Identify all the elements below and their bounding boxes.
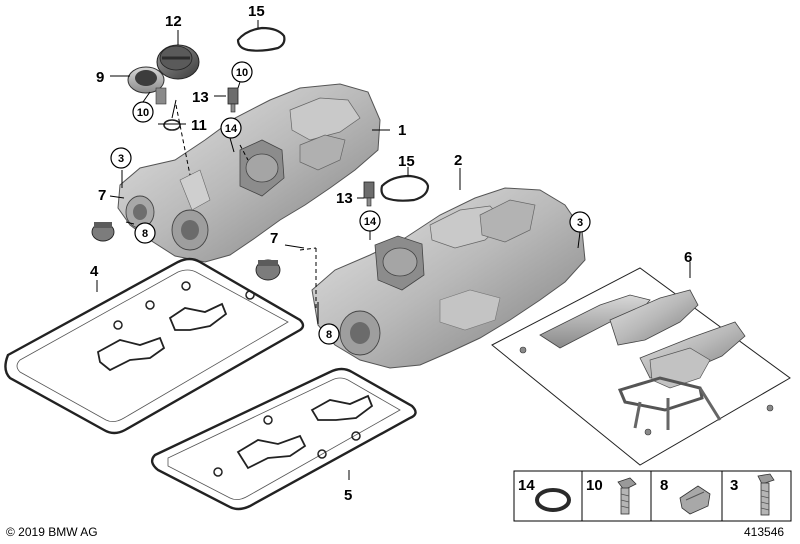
- actuator-7-upper: [91, 222, 115, 242]
- callout-5: 5: [344, 487, 352, 504]
- callout-8a-label: 8: [142, 228, 148, 240]
- legend-label-3: 3: [730, 477, 738, 494]
- callout-8b: 8: [318, 323, 340, 345]
- callout-10a: 10: [231, 61, 253, 83]
- callout-3a: 3: [110, 147, 132, 169]
- diagram-id: 413546: [744, 525, 784, 539]
- clip-8-icon: [679, 485, 711, 515]
- bolt-3-icon: [757, 473, 775, 516]
- callout-13b: 13: [336, 190, 353, 207]
- copyright-text: © 2019 BMW AG: [6, 525, 98, 539]
- callout-7b: 7: [270, 230, 278, 247]
- legend-label-8: 8: [660, 477, 668, 494]
- seal-ring-11: [163, 119, 181, 131]
- legend-label-14: 14: [518, 477, 535, 494]
- gasket-15-middle: [380, 174, 430, 202]
- callout-11: 11: [191, 117, 207, 134]
- gasket-4: [4, 257, 305, 435]
- callout-8b-label: 8: [326, 329, 332, 341]
- callout-7a: 7: [98, 187, 106, 204]
- valve-cover-2: [311, 187, 586, 369]
- callout-10b-label: 10: [137, 107, 149, 119]
- callout-15b: 15: [398, 153, 415, 170]
- callout-9: 9: [96, 69, 104, 86]
- callout-3a-label: 3: [118, 153, 124, 165]
- callout-12: 12: [165, 13, 182, 30]
- callout-10a-label: 10: [236, 67, 248, 79]
- parts-legend: 14 10 8 3: [513, 470, 792, 522]
- gasket-15-top: [236, 26, 286, 52]
- callout-2: 2: [454, 152, 462, 169]
- callout-1: 1: [398, 122, 406, 139]
- callout-14a-label: 14: [225, 123, 238, 135]
- valve-cover-1: [117, 83, 381, 263]
- dashed-guide-lines: [175, 104, 317, 310]
- callout-3b-label: 3: [577, 217, 583, 229]
- leader-lines: [96, 20, 691, 480]
- gasket-5: [150, 367, 417, 511]
- callout-4: 4: [90, 263, 99, 280]
- callout-10b: 10: [132, 101, 154, 123]
- vent-assembly-box-6: [491, 267, 791, 466]
- callout-6: 6: [684, 249, 692, 266]
- callout-8a: 8: [134, 222, 156, 244]
- callout-14b: 14: [359, 210, 381, 232]
- oil-filler-cap-12: [156, 44, 200, 80]
- callout-15a: 15: [248, 3, 265, 20]
- callout-3b: 3: [569, 211, 591, 233]
- callout-14a: 14: [220, 117, 242, 139]
- legend-label-10: 10: [586, 477, 603, 494]
- actuator-7-lower: [255, 259, 281, 281]
- sensor-13-upper: [227, 87, 239, 113]
- seal-ring-icon: [535, 488, 571, 512]
- bolt-10-icon: [617, 477, 637, 515]
- sensor-13-middle: [363, 181, 375, 207]
- oil-filler-neck-9: [127, 66, 167, 105]
- callout-14b-label: 14: [364, 216, 377, 228]
- callout-13a: 13: [192, 89, 209, 106]
